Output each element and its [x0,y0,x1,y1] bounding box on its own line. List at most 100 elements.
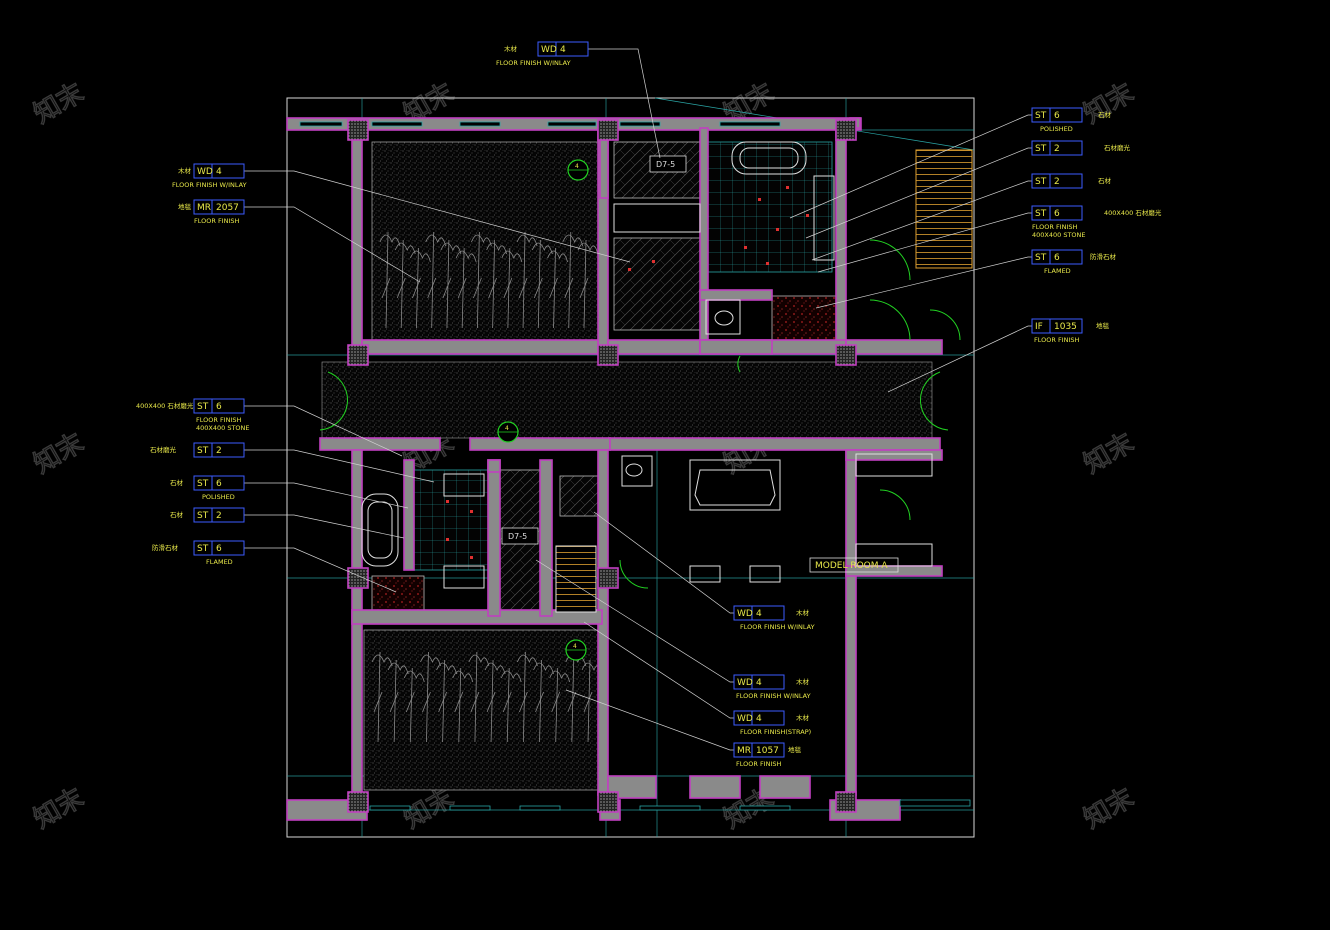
section-mark-2: 4 [565,639,587,661]
tag-box [537,41,589,57]
tag-leader-line [244,170,631,263]
tag-box [193,163,245,179]
tag-number: 1057 [756,746,779,756]
tag-number: 4 [216,167,222,177]
tag-box [193,475,245,491]
tag-box [1031,249,1083,265]
fixtures [361,141,973,613]
tag-code: ST [197,544,209,554]
tag-code: ST [197,479,209,489]
tag-code: WD [737,714,753,724]
tag-code: MR [737,746,751,756]
tag-number: 2 [216,511,222,521]
tag-leader-line [583,621,734,719]
vanity-north [813,175,835,261]
watermark-8: 知末 [29,783,89,835]
tag-number: 4 [756,714,762,724]
vanity-south-2 [443,565,485,589]
tag-material-note: 地毯 [1096,321,1110,330]
door-swing-3 [619,559,649,589]
doors [319,239,961,589]
tag-description: FLOOR FINISH W/INLAY [736,692,811,700]
drawing-frame [286,97,975,838]
tag-number: 2 [1054,177,1060,187]
desk-octagon [689,459,781,511]
tag-material-note: 防滑石材 [1090,252,1117,261]
tag-material-note: 石材 [1098,176,1112,185]
section-mark-1: 4 [497,421,519,443]
tag-number: 4 [560,45,566,55]
tag-material-note: 木材 [796,608,810,617]
tag-number: 6 [216,479,222,489]
tag-description: FLOOR FINISH [1032,223,1078,231]
tag-leader-line [244,449,435,483]
closet-wood-south-2 [559,475,601,517]
tag-material-note: 石材磨光 [150,445,177,454]
tag-box [733,710,785,726]
tag-description: FLOOR FINISH [194,217,240,225]
tag-material-note: 木材 [178,166,192,175]
bathtub-south [361,493,399,567]
bedroom-carpet-north [371,141,599,341]
chair-1 [689,565,721,583]
tag-number: 6 [1054,111,1060,121]
windows [299,121,971,811]
tag-description: FLAMED [206,558,233,566]
wardrobe-east-2 [855,543,933,567]
tag-material-note: 木材 [796,713,810,722]
tag-box [1031,205,1083,221]
tag-number: 6 [216,544,222,554]
tag-code: ST [1035,111,1047,121]
closet-wood-north-2 [613,237,701,331]
door-swing-7 [929,309,961,341]
tag-leader-line [535,559,734,683]
tag-description: POLISHED [202,493,235,501]
tag-leader-line [588,48,661,159]
tag-material-note: 地毯 [788,745,802,754]
watermark-11: 知末 [1079,783,1139,835]
tree-motif-south [371,651,603,743]
bathroom-tile-north [705,141,833,273]
tag-box [193,442,245,458]
tag-leader-line [593,511,734,614]
tag-leader-line [887,325,1032,393]
tag-leader-line [789,114,1032,219]
toilet-north [705,299,741,335]
shower-stone-south [371,575,425,613]
svg-text:4: 4 [573,643,577,650]
section-mark-0: 4 [567,159,589,181]
tag-box [1031,140,1083,156]
door-swing-2 [879,489,911,521]
tag-description: FLOOR FINISH(STRAP) [740,728,811,736]
tag-material-note: 石材磨光 [1104,143,1131,152]
tag-code: ST [1035,209,1047,219]
tag-code: WD [737,609,753,619]
tag-leader-line [244,206,421,283]
tag-number: 2057 [216,203,239,213]
bedroom-carpet-south [363,629,603,791]
door-tag-1: D7-5 [501,527,539,545]
tag-leader-line [244,514,405,539]
tag-description: POLISHED [1040,125,1073,133]
toilet-south [621,455,653,487]
chair-2 [749,565,781,583]
tag-code: IF [1035,322,1043,332]
tag-box [1031,107,1083,123]
door-swing-6 [737,355,741,373]
tag-box [733,605,785,621]
tag-code: ST [197,446,209,456]
wardrobe-east-1 [855,453,933,477]
tag-material-note: 石材 [170,510,184,519]
corridor-carpet [321,361,933,439]
shelving-north [613,203,701,233]
tag-material-note: 木材 [504,44,518,53]
watermark-4: 知末 [29,428,89,480]
watermark-7: 知末 [1079,428,1139,480]
